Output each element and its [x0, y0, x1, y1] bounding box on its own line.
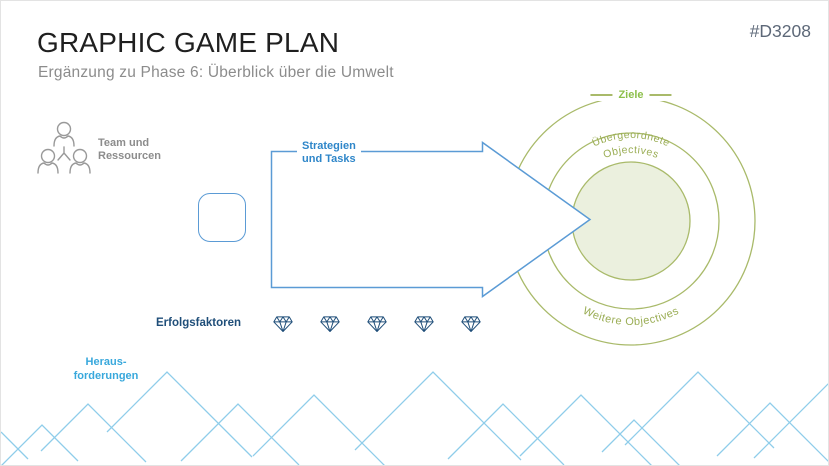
page-subtitle: Ergänzung zu Phase 6: Überblick über die…	[38, 64, 394, 81]
diamond-icon	[414, 316, 434, 332]
diamond-icon	[461, 316, 481, 332]
goals-label: Ziele	[618, 89, 644, 101]
challenges-label: Heraus- forderungen	[59, 356, 153, 383]
team-people-icon	[37, 121, 91, 174]
team-resources-label: Team und Ressourcen	[98, 137, 161, 163]
page-title: GRAPHIC GAME PLAN	[37, 27, 340, 58]
template-ref-code: #D3208	[749, 21, 811, 41]
callout-dash-right	[649, 94, 672, 96]
diamond-row	[273, 315, 481, 333]
mountain-range	[1, 371, 828, 465]
diamond-icon	[367, 316, 387, 332]
success-factors-label: Erfolgsfaktoren	[156, 317, 241, 329]
challenges-label-line1: Heraus-	[85, 356, 127, 368]
goals-circles: Übergeordnete Objectives Weitere Objecti…	[506, 96, 756, 346]
rounded-square-placeholder	[198, 193, 246, 242]
strategies-label-line1: Strategien	[302, 140, 356, 152]
diamond-icon	[320, 316, 340, 332]
challenges-label-line2: forderungen	[73, 369, 139, 382]
callout-dash-left	[590, 94, 613, 96]
strategy-arrow	[270, 141, 592, 298]
goals-callout: Ziele	[588, 89, 674, 101]
team-label-line1: Team und	[98, 137, 150, 149]
strategies-tasks-label: Strategien und Tasks	[297, 139, 361, 166]
strategies-label-line2: und Tasks	[302, 152, 356, 165]
svg-text:Objectives: Objectives	[602, 144, 661, 161]
middle-ring-label-line2: Objectives	[602, 144, 660, 161]
diamond-icon	[273, 316, 293, 332]
team-label-line2: Ressourcen	[98, 150, 161, 162]
